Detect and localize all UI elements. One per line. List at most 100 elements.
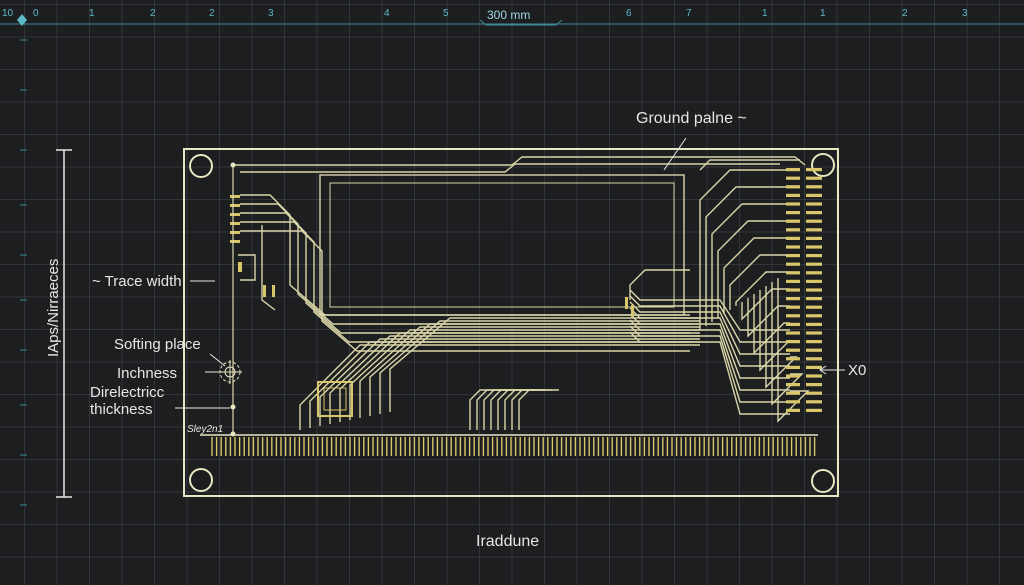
pad bbox=[806, 219, 822, 223]
pad bbox=[786, 374, 800, 378]
pad bbox=[806, 348, 822, 352]
pad bbox=[786, 211, 800, 215]
right-pads bbox=[786, 168, 822, 412]
trace bbox=[504, 389, 545, 430]
trace bbox=[359, 326, 700, 418]
pad bbox=[806, 400, 822, 404]
trace bbox=[629, 325, 790, 403]
trace bbox=[717, 220, 790, 318]
trace bbox=[511, 389, 552, 430]
pad bbox=[786, 408, 800, 412]
chip-component bbox=[317, 381, 353, 417]
pad bbox=[786, 357, 800, 361]
pad bbox=[272, 285, 275, 297]
trace bbox=[759, 290, 791, 372]
ruler-origin-marker bbox=[17, 14, 27, 26]
pad bbox=[806, 322, 822, 326]
pad bbox=[806, 374, 822, 378]
trace bbox=[705, 186, 790, 326]
trace bbox=[240, 163, 780, 173]
pad bbox=[806, 391, 822, 395]
pad bbox=[806, 357, 822, 361]
trace bbox=[299, 344, 700, 430]
ruler-bracket bbox=[479, 19, 563, 26]
trace-width-label: ~ Trace width bbox=[92, 273, 182, 290]
trace bbox=[309, 341, 700, 428]
ruler-number: 3 bbox=[268, 8, 274, 19]
trace bbox=[711, 203, 790, 322]
vertical-dimension bbox=[56, 149, 72, 498]
pad bbox=[786, 185, 800, 189]
pad bbox=[806, 236, 822, 240]
pad bbox=[786, 271, 800, 275]
pad bbox=[230, 240, 240, 243]
pad bbox=[786, 262, 800, 266]
softing-place-label: Softing place bbox=[114, 336, 201, 353]
trace bbox=[319, 338, 700, 426]
ruler-center-label: 300 mm bbox=[487, 8, 531, 22]
pad bbox=[786, 383, 800, 387]
ruler-number: 5 bbox=[443, 8, 449, 19]
pad bbox=[806, 271, 822, 275]
pad bbox=[806, 193, 822, 197]
pad bbox=[625, 297, 628, 309]
bottom-label: Iraddune bbox=[476, 533, 540, 550]
pad bbox=[786, 236, 800, 240]
trace bbox=[469, 389, 510, 430]
trace bbox=[747, 298, 790, 338]
pad bbox=[786, 168, 800, 172]
traces bbox=[233, 156, 810, 430]
inchness-label: Inchness bbox=[117, 365, 178, 382]
mounting-holes bbox=[189, 153, 835, 493]
trace bbox=[329, 335, 700, 424]
trace bbox=[629, 331, 790, 415]
trace bbox=[379, 320, 700, 414]
pad bbox=[786, 322, 800, 326]
pad bbox=[806, 297, 822, 301]
pad bbox=[230, 195, 240, 198]
pad bbox=[786, 288, 800, 292]
trace bbox=[723, 237, 790, 314]
connector-fingers bbox=[211, 437, 816, 456]
pad bbox=[786, 331, 800, 335]
trace bbox=[629, 319, 790, 391]
pad bbox=[786, 219, 800, 223]
reference-dot bbox=[230, 162, 236, 168]
reference-dot bbox=[230, 404, 236, 410]
trace bbox=[476, 389, 517, 430]
ruler-number: 10 bbox=[2, 8, 14, 19]
pad bbox=[806, 211, 822, 215]
pad bbox=[786, 193, 800, 197]
ruler-number: 3 bbox=[962, 8, 968, 19]
pad bbox=[806, 340, 822, 344]
trace bbox=[240, 230, 690, 352]
central-plane-outline bbox=[319, 174, 685, 316]
pad bbox=[786, 305, 800, 309]
pad bbox=[263, 285, 266, 297]
pad bbox=[806, 365, 822, 369]
trace bbox=[369, 323, 700, 416]
reference-dot bbox=[230, 431, 236, 437]
left-pads bbox=[230, 195, 634, 317]
ruler-number: 1 bbox=[820, 8, 826, 19]
trace bbox=[629, 269, 690, 300]
trace bbox=[497, 389, 538, 430]
pad bbox=[230, 213, 240, 216]
pad bbox=[786, 365, 800, 369]
trace bbox=[629, 313, 790, 379]
pad bbox=[806, 254, 822, 258]
trace bbox=[339, 332, 700, 422]
ruler-number: 1 bbox=[762, 8, 768, 19]
pad bbox=[806, 262, 822, 266]
central-plane-inner bbox=[329, 182, 675, 308]
pad bbox=[786, 279, 800, 283]
pad bbox=[786, 297, 800, 301]
pad bbox=[806, 305, 822, 309]
pad bbox=[806, 176, 822, 180]
trace bbox=[629, 289, 790, 331]
pad bbox=[806, 331, 822, 335]
pad bbox=[806, 245, 822, 249]
board-outline bbox=[183, 148, 839, 497]
